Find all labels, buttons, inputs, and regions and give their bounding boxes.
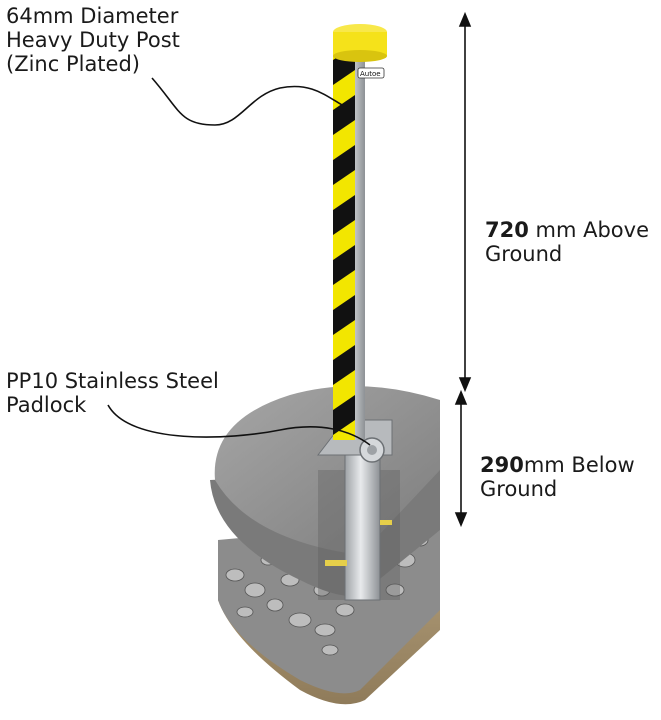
above-ground-unit: mm Above bbox=[528, 218, 649, 242]
below-ground-line2: Ground bbox=[480, 477, 558, 501]
above-ground-dimension bbox=[458, 11, 472, 393]
padlock-label: PP10 Stainless Steel Padlock bbox=[6, 369, 219, 417]
brand-tag-text: Autoe bbox=[360, 70, 381, 78]
padlock-leader-line bbox=[107, 404, 371, 446]
ground-block bbox=[210, 386, 440, 705]
below-ground-unit: mm Below bbox=[523, 453, 635, 477]
post-label: 64mm Diameter Heavy Duty Post (Zinc Plat… bbox=[6, 4, 180, 76]
below-ground-value: 290 bbox=[480, 453, 524, 477]
post: Autoe bbox=[333, 24, 387, 440]
post-label-line3: (Zinc Plated) bbox=[6, 52, 140, 76]
padlock-label-line2: Padlock bbox=[6, 393, 87, 417]
above-ground-line2: Ground bbox=[485, 242, 563, 266]
above-ground-label: 720 mm Above Ground bbox=[485, 218, 649, 266]
post-leader-line bbox=[151, 77, 343, 126]
brand-tag bbox=[357, 67, 385, 79]
below-ground-dimension bbox=[454, 389, 468, 528]
above-ground-value: 720 bbox=[485, 218, 529, 242]
below-ground-label: 290mm Below Ground bbox=[480, 453, 635, 501]
post-label-line2: Heavy Duty Post bbox=[6, 28, 180, 52]
padlock bbox=[359, 437, 385, 463]
padlock-label-line1: PP10 Stainless Steel bbox=[6, 369, 219, 393]
post-label-line1: 64mm Diameter bbox=[6, 4, 179, 28]
